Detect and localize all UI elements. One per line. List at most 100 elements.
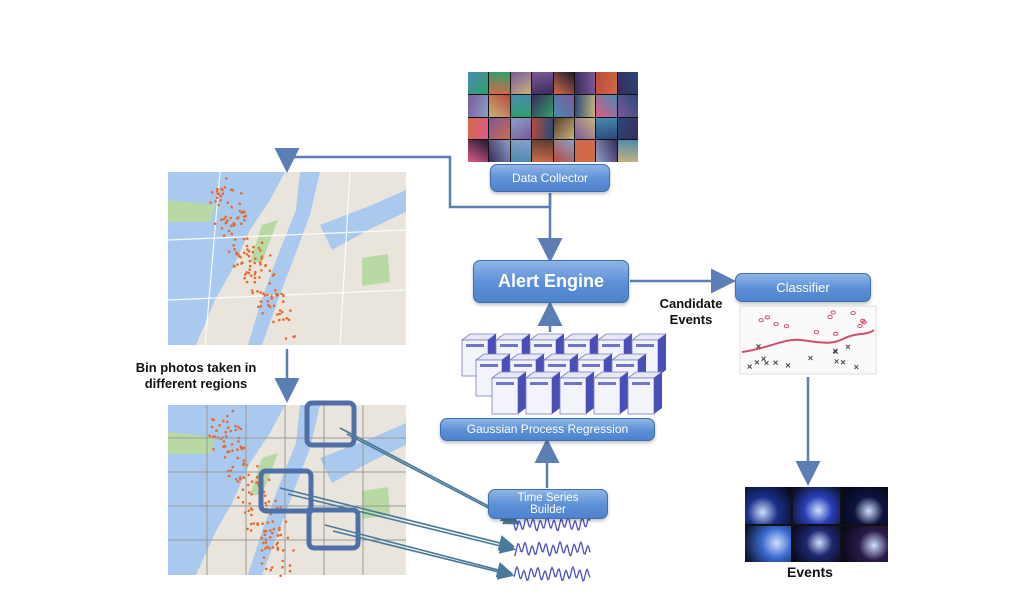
server-slot: [548, 364, 566, 367]
photo-dot: [233, 238, 237, 241]
class-point-a: [758, 318, 764, 323]
photo-dot: [231, 409, 235, 413]
photo-dot: [251, 250, 255, 254]
photo-dot: [224, 430, 227, 434]
photo-dot: [260, 241, 264, 244]
classifier-box: Classifier: [735, 273, 871, 302]
photo-dot: [280, 310, 284, 314]
server-slot: [568, 344, 586, 347]
class-point-a: [783, 324, 790, 329]
photo-dot: [219, 194, 222, 198]
photo-dot: [244, 273, 247, 276]
photo-dot: [260, 269, 263, 272]
server-unit: [490, 371, 528, 415]
class-point-b: [845, 344, 851, 350]
photo-dot: [259, 300, 263, 303]
photo-dot: [215, 196, 219, 200]
photo-dot: [282, 318, 285, 321]
photo-dot: [267, 478, 271, 482]
photo-dot: [229, 216, 232, 220]
photo-dot: [243, 219, 246, 222]
photo-dot: [239, 427, 243, 431]
photo-thumbnail: [468, 72, 489, 94]
alert-engine-box: Alert Engine: [473, 260, 629, 303]
photo-dot: [244, 214, 248, 218]
photo-thumbnail: [574, 72, 596, 94]
server-slot: [480, 364, 498, 367]
photo-dot: [263, 533, 267, 536]
photo-dot: [221, 192, 225, 196]
photo-dot: [245, 253, 249, 256]
photo-dot: [229, 469, 232, 472]
photo-dot: [226, 414, 229, 418]
photo-dot: [216, 189, 219, 193]
event-photos: [745, 487, 888, 562]
photo-dot: [236, 456, 240, 460]
photo-dot: [256, 465, 259, 468]
candidate-events-label: Candidate Events: [659, 296, 723, 327]
photo-dot: [241, 501, 245, 504]
class-point-b: [785, 363, 791, 368]
photo-dot: [234, 478, 238, 481]
class-point-a: [857, 323, 863, 329]
server-slot: [582, 364, 600, 367]
photo-dot: [267, 500, 271, 503]
photo-dot: [282, 294, 285, 298]
photo-dot: [210, 425, 214, 429]
photo-dot: [292, 549, 295, 552]
class-point-a: [830, 310, 836, 315]
photo-dot: [249, 522, 253, 526]
photo-thumbnail: [468, 140, 489, 162]
photo-dot: [250, 274, 253, 278]
photo-dot: [211, 435, 215, 439]
photo-dot: [227, 250, 231, 253]
photo-dot: [249, 507, 253, 510]
photo-dot: [259, 249, 262, 252]
photo-dot: [236, 253, 240, 256]
server-side: [586, 372, 594, 414]
server-slot: [564, 382, 582, 385]
photo-dot: [269, 536, 272, 539]
photo-thumbnail: [574, 117, 596, 140]
photo-dot: [238, 202, 241, 205]
photo-dot: [208, 434, 211, 438]
photo-thumbnail: [553, 94, 574, 117]
server-side: [552, 372, 560, 414]
photo-dot: [258, 261, 262, 264]
class-point-a: [813, 330, 820, 335]
server-slot: [602, 344, 620, 347]
photo-thumbnail: [510, 117, 532, 140]
photo-dot: [269, 568, 273, 572]
photo-dot: [254, 270, 257, 274]
photo-dot: [245, 280, 249, 284]
photo-dot: [229, 429, 232, 433]
photo-dot: [246, 483, 250, 487]
photo-dot: [271, 546, 275, 549]
photo-dot: [236, 448, 239, 451]
gpr-box: Gaussian Process Regression: [440, 418, 655, 441]
photo-dot: [225, 221, 228, 224]
photo-dot: [264, 547, 267, 550]
photo-dot: [234, 428, 238, 432]
photo-dot: [274, 289, 277, 292]
class-point-b: [764, 360, 769, 366]
photo-dot: [261, 522, 265, 525]
class-point-b: [773, 360, 778, 365]
photo-dot: [250, 289, 254, 292]
server-side: [654, 372, 662, 414]
photo-dot: [230, 232, 234, 236]
photo-dot: [250, 493, 253, 496]
photo-dot: [263, 494, 267, 498]
event-photo: [841, 487, 888, 524]
photo-dot: [227, 474, 231, 478]
photo-dot: [262, 292, 265, 296]
class-point-b: [747, 364, 752, 369]
photo-dot: [224, 215, 227, 219]
data-collector-box: Data Collector: [490, 164, 610, 192]
photo-dot: [284, 337, 288, 340]
photo-dot: [247, 491, 251, 494]
event-photo: [745, 487, 792, 524]
photo-dot: [280, 292, 284, 296]
photo-dot: [231, 449, 234, 453]
